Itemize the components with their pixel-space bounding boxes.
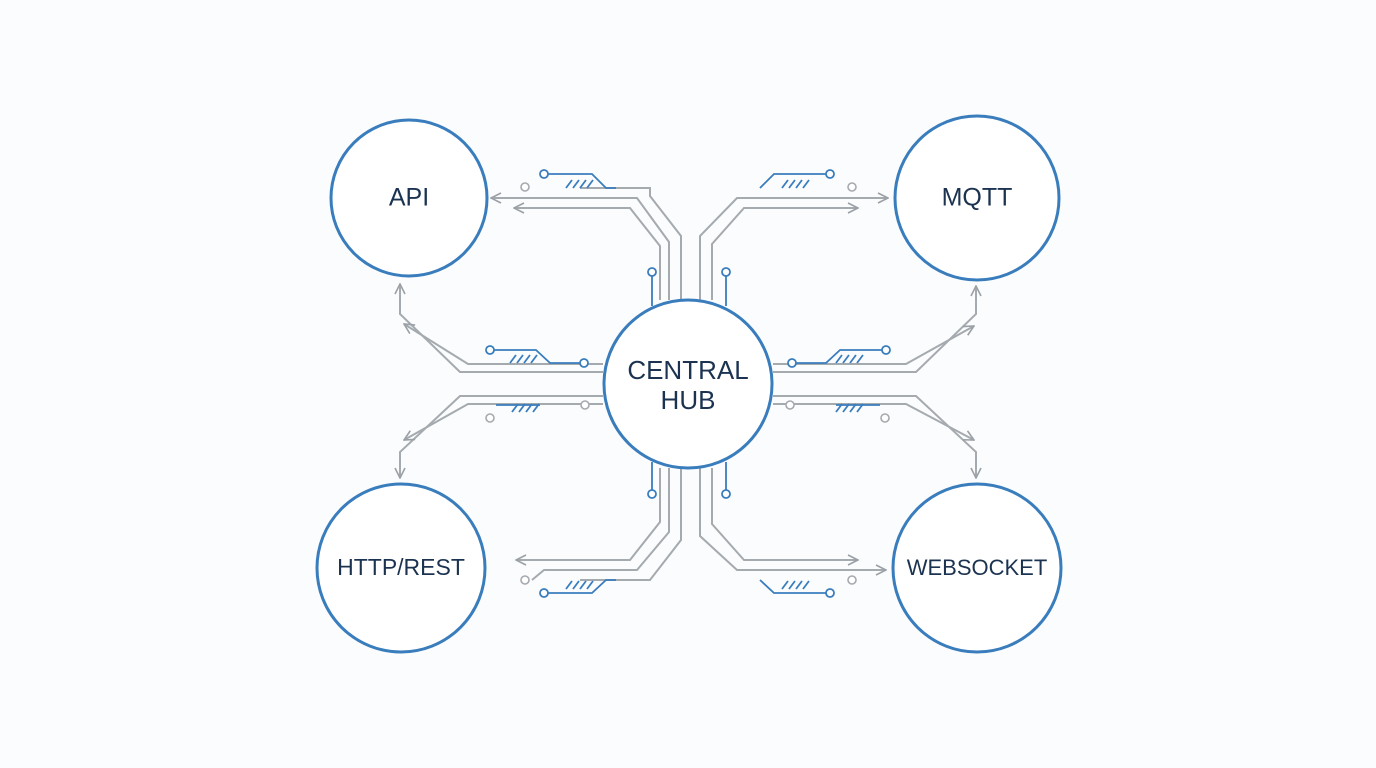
connector-hub-http-upper-b bbox=[404, 403, 603, 440]
connector-lines bbox=[400, 187, 976, 581]
terminal-dot bbox=[520, 182, 530, 192]
node-mqtt-circle bbox=[893, 114, 1061, 282]
circuit-dot bbox=[721, 489, 731, 499]
connector-hub-http-upper-a bbox=[400, 395, 603, 478]
circuit-dot bbox=[825, 169, 835, 179]
gray-terminals bbox=[485, 182, 890, 585]
circuit-dot bbox=[825, 588, 835, 598]
central-hub-circle bbox=[602, 298, 774, 470]
terminal-dot bbox=[520, 575, 530, 585]
connector-hub-ws-upper-a bbox=[773, 395, 976, 478]
circuit-hatch bbox=[509, 354, 538, 364]
connector-hub-mqtt-outer bbox=[699, 198, 888, 300]
terminal-dot bbox=[785, 400, 795, 410]
node-api-label: API bbox=[389, 184, 429, 212]
connector-hub-api-lower-a bbox=[400, 284, 603, 373]
node-http-rest: HTTP/REST bbox=[315, 482, 487, 654]
connector-api-return bbox=[514, 208, 661, 300]
node-http-rest-label: HTTP/REST bbox=[337, 554, 465, 580]
connector-hub-mqtt-lower-a bbox=[773, 286, 976, 373]
node-api: API bbox=[329, 118, 489, 278]
circuit-dot bbox=[539, 169, 549, 179]
central-hub-label-line1: CENTRAL bbox=[627, 355, 748, 385]
circuit-hatch bbox=[835, 403, 864, 413]
connector-hub-api-lower-b bbox=[404, 324, 603, 365]
circuit-hatch bbox=[565, 580, 594, 590]
circuit-nodes bbox=[485, 169, 891, 598]
connector-hub-ws-return bbox=[711, 468, 858, 560]
node-mqtt: MQTT bbox=[893, 114, 1061, 282]
circuit-trace bbox=[759, 579, 826, 594]
node-websocket-label: WEBSOCKET bbox=[907, 555, 1048, 580]
node-api-circle bbox=[329, 118, 489, 278]
circuit-dot bbox=[539, 588, 549, 598]
circuit-dot bbox=[485, 345, 495, 355]
central-hub-label-line2: HUB bbox=[661, 385, 716, 415]
terminal-dot bbox=[580, 400, 590, 410]
terminal-dot bbox=[880, 413, 890, 423]
node-websocket-circle bbox=[891, 482, 1063, 654]
node-mqtt-label: MQTT bbox=[942, 184, 1013, 212]
terminal-dot bbox=[847, 575, 857, 585]
connector-hub-ws-outer bbox=[699, 468, 886, 570]
circuit-hatch bbox=[781, 179, 810, 189]
connector-http-return bbox=[580, 468, 682, 581]
connector-hub-mqtt-return bbox=[711, 208, 858, 300]
connector-hub-mqtt-lower-b bbox=[773, 325, 974, 365]
terminal-dot bbox=[485, 413, 495, 423]
circuit-dot bbox=[647, 267, 657, 277]
circuit-trace bbox=[494, 349, 580, 364]
node-central-hub: CENTRAL HUB bbox=[602, 298, 774, 470]
connector-hub-http-inner bbox=[516, 468, 661, 560]
circuit-trace bbox=[796, 349, 882, 364]
circuit-hatch bbox=[511, 403, 540, 413]
circuit-dot bbox=[647, 489, 657, 499]
connector-hub-http-outer bbox=[531, 468, 670, 581]
circuit-dot bbox=[881, 345, 891, 355]
circuit-hatch bbox=[565, 179, 594, 189]
connector-hub-ws-upper-b bbox=[773, 403, 974, 441]
connector-hub-api-outer bbox=[491, 198, 670, 300]
circuit-dot bbox=[579, 358, 589, 368]
circuit-hatch bbox=[781, 580, 810, 590]
connector-hub-api-inner bbox=[580, 187, 682, 300]
circuit-trace bbox=[759, 173, 826, 189]
node-websocket: WEBSOCKET bbox=[891, 482, 1063, 654]
circuit-trace bbox=[548, 579, 616, 594]
circuit-trace bbox=[548, 173, 616, 189]
circuit-dot bbox=[721, 267, 731, 277]
node-http-rest-circle bbox=[315, 482, 487, 654]
terminal-dot bbox=[847, 182, 857, 192]
circuit-accents bbox=[494, 173, 882, 594]
circuit-hatch bbox=[835, 354, 864, 364]
circuit-dot bbox=[787, 358, 797, 368]
